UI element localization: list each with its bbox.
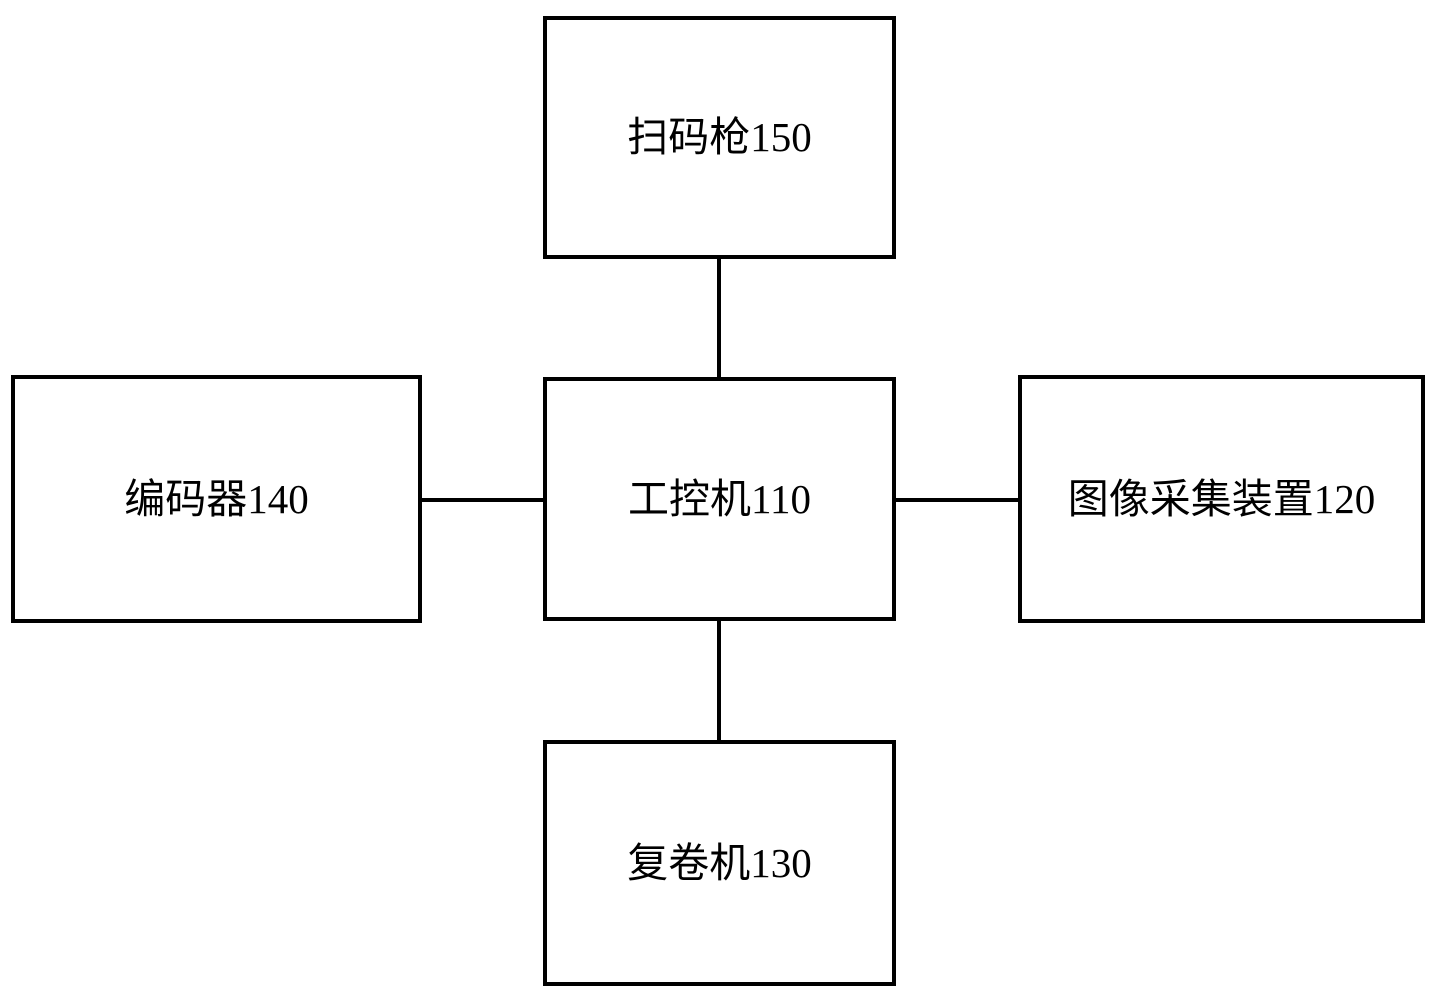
node-scanner: 扫码枪150 bbox=[543, 16, 896, 259]
node-encoder: 编码器140 bbox=[11, 375, 422, 623]
node-rewinder-label: 复卷机130 bbox=[627, 839, 812, 886]
node-encoder-label: 编码器140 bbox=[124, 475, 309, 522]
node-industrial-pc-label: 工控机110 bbox=[628, 475, 811, 522]
connector-pc-to-rewinder bbox=[717, 618, 721, 742]
connector-pc-to-camera bbox=[894, 498, 1020, 502]
node-image-acquisition-device-label: 图像采集装置120 bbox=[1067, 475, 1376, 522]
node-industrial-pc: 工控机110 bbox=[543, 377, 896, 621]
connector-scanner-to-pc bbox=[717, 256, 721, 380]
node-scanner-label: 扫码枪150 bbox=[627, 114, 812, 160]
node-rewinder: 复卷机130 bbox=[543, 740, 896, 986]
node-image-acquisition-device: 图像采集装置120 bbox=[1018, 375, 1425, 623]
connector-encoder-to-pc bbox=[419, 498, 545, 502]
